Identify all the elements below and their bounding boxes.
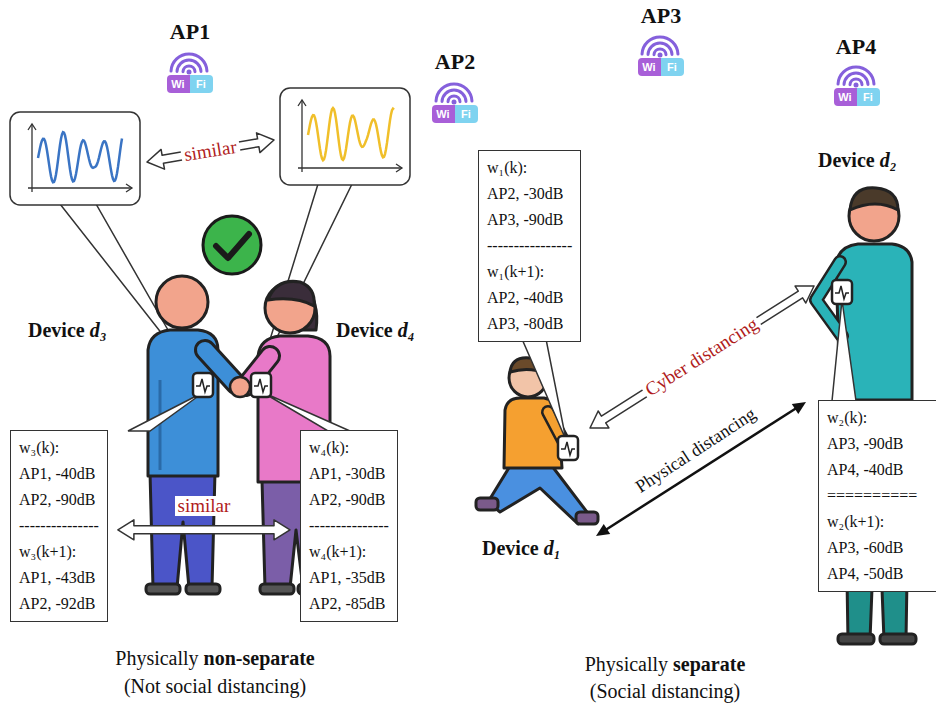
box-pointer <box>262 392 350 431</box>
distance-arrows <box>147 133 814 536</box>
wifi-symbol <box>171 37 874 105</box>
box-pointer <box>832 300 856 401</box>
rssi-line: w₃(k): <box>19 435 99 461</box>
signal-box: w₄(k):AP1, -30dBAP2, -90dB--------------… <box>300 430 398 622</box>
wifi-text: Wi <box>834 88 857 106</box>
signal-box: w₃(k):AP1, -40dBAP2, -90dB--------------… <box>10 430 108 622</box>
device-label: Device <box>818 149 875 172</box>
handshake <box>230 377 250 397</box>
arrow-head <box>792 402 806 414</box>
rssi-line: w₂(k): <box>827 405 928 431</box>
similarity-arrow <box>118 520 290 540</box>
box-pointer <box>522 339 566 440</box>
device-id: d₁ <box>544 537 561 560</box>
rssi-line: w₁(k+1): <box>487 259 572 285</box>
caption-emphasis: non-separate <box>204 647 315 670</box>
caption-note: (Not social distancing) <box>124 675 306 698</box>
check-mark <box>216 234 249 258</box>
box-pointer <box>128 392 204 431</box>
wifi-text: Fi <box>857 88 880 106</box>
rssi-line: ---------------- <box>487 233 572 259</box>
wifi-text: Fi <box>455 105 478 123</box>
device-label: Device <box>336 319 393 342</box>
plot-axes <box>28 100 402 192</box>
caption-note: (Social distancing) <box>590 680 741 703</box>
signal-bubble <box>280 88 410 185</box>
similarity-label: similar <box>179 137 240 166</box>
signal-box: w₁(k):AP2, -30dBAP3, -90dB--------------… <box>478 150 581 342</box>
rssi-line: AP2, -85dB <box>309 591 389 617</box>
person-figure <box>476 358 598 524</box>
check-icon <box>203 216 261 274</box>
rssi-line: AP3, -60dB <box>827 535 928 561</box>
waveform <box>308 108 394 160</box>
rssi-line: w₄(k): <box>309 435 389 461</box>
wifi-text: Wi <box>432 105 455 123</box>
ap-name: AP1 <box>170 19 210 45</box>
ap-name: AP4 <box>836 34 876 60</box>
device-id: d₂ <box>880 149 897 172</box>
waveform <box>38 132 122 182</box>
rssi-line: --------------- <box>19 513 99 539</box>
wifi-text: Wi <box>167 75 190 93</box>
wifi-text: Fi <box>190 75 213 93</box>
rssi-line: AP1, -40dB <box>19 461 99 487</box>
rssi-line: --------------- <box>309 513 389 539</box>
rssi-line: AP3, -90dB <box>487 207 572 233</box>
rssi-line: w₃(k+1): <box>19 539 99 565</box>
rssi-line: w₁(k): <box>487 155 572 181</box>
rssi-line: AP1, -35dB <box>309 565 389 591</box>
rssi-line: AP2, -30dB <box>487 181 572 207</box>
distance-label: Physical distancing <box>629 401 762 498</box>
person-figure <box>146 276 220 594</box>
rssi-line: ========== <box>827 483 928 509</box>
distance-line <box>603 406 800 531</box>
edge-label: similar <box>175 496 234 516</box>
hollow-arrow <box>590 286 814 428</box>
rssi-line: AP3, -80dB <box>487 311 572 337</box>
device-label: Device <box>482 537 539 560</box>
device-label: Device <box>28 319 85 342</box>
rssi-line: AP4, -50dB <box>827 561 928 587</box>
wifi-text: Wi <box>638 58 661 76</box>
hollow-arrow <box>147 133 274 169</box>
rssi-line: AP1, -43dB <box>19 565 99 591</box>
signal-box: w₂(k):AP3, -90dBAP4, -40dB==========w₂(k… <box>818 400 936 592</box>
ap-name: AP3 <box>641 3 681 29</box>
rssi-line: w₄(k+1): <box>309 539 389 565</box>
signal-bubble <box>10 112 140 205</box>
rssi-line: AP2, -40dB <box>487 285 572 311</box>
wifi-text: Fi <box>661 58 684 76</box>
rssi-line: AP2, -90dB <box>19 487 99 513</box>
caption-emphasis: separate <box>673 653 745 676</box>
rssi-line: AP4, -40dB <box>827 457 928 483</box>
rssi-line: w₂(k+1): <box>827 509 928 535</box>
rssi-line: AP2, -92dB <box>19 591 99 617</box>
device-id: d₃ <box>90 319 107 342</box>
arrow-head <box>596 524 610 536</box>
device-id: d₄ <box>398 319 415 342</box>
rssi-line: AP2, -90dB <box>309 487 389 513</box>
caption-text: Physically <box>115 647 198 670</box>
rssi-line: AP1, -30dB <box>309 461 389 487</box>
distance-label: Cyber distancing <box>640 312 765 401</box>
rssi-line: AP3, -90dB <box>827 431 928 457</box>
caption-text: Physically <box>585 653 668 676</box>
ap-name: AP2 <box>435 49 475 75</box>
